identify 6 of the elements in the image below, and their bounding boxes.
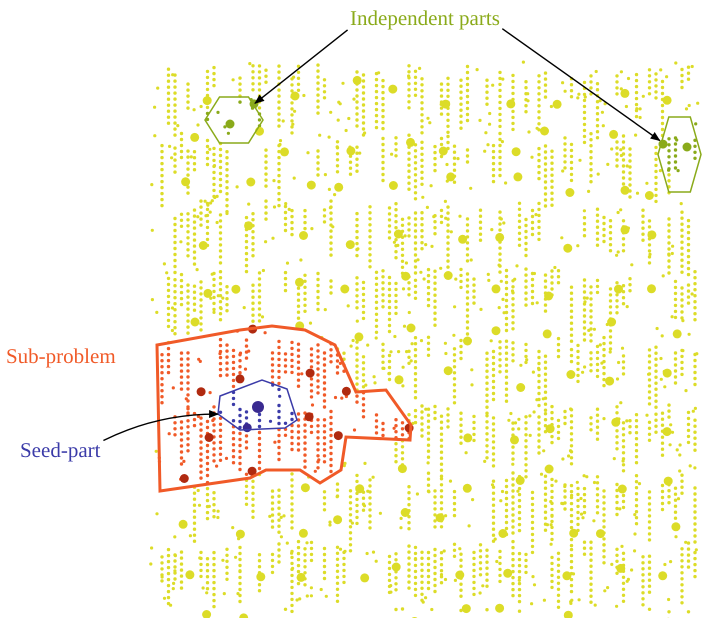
leader-arrow [254,29,348,104]
annotation-label: Seed-part [20,438,100,463]
annotation-label: Independent parts [350,6,500,31]
leader-arrow [103,410,220,442]
leader-arrow [502,28,661,142]
region-label: Sub-problem [6,344,116,369]
